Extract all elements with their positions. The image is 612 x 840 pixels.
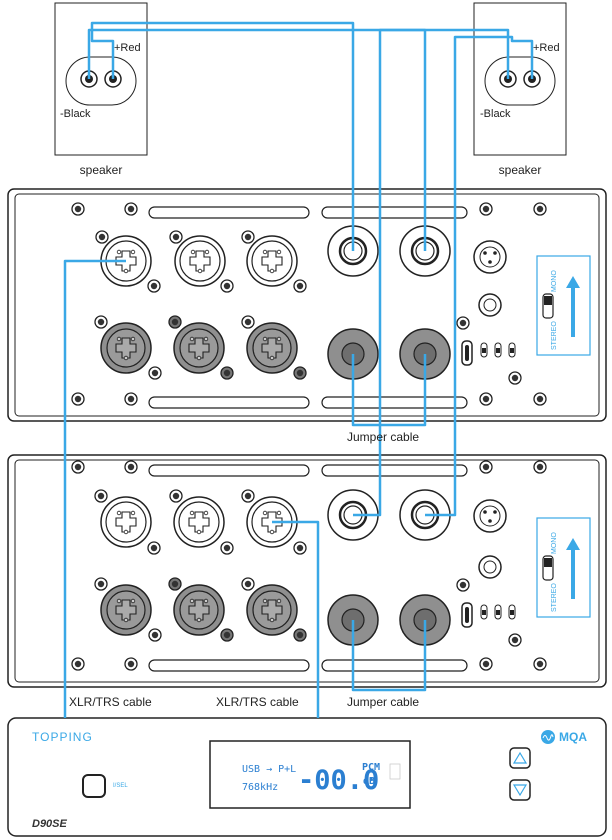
triangle-up-icon xyxy=(512,751,528,764)
amp-top-switch-mono-label: MONO xyxy=(551,270,558,292)
amp-bottom-usb-port xyxy=(461,602,473,628)
display-format: PCM xyxy=(362,762,380,773)
amp-top-dip-switches xyxy=(480,342,516,358)
amp-bottom-power-inlet xyxy=(473,499,507,533)
dac-model-label: D90SE xyxy=(32,818,68,830)
speaker-right-negative-label: -Black xyxy=(480,108,511,120)
speaker-left-negative-label: -Black xyxy=(60,108,91,120)
wire-right-positive-to-bottom-amp xyxy=(425,35,534,517)
dac-brand-logo: TOPPING xyxy=(32,730,93,744)
display-volume: -00.0 xyxy=(298,765,379,796)
display-source: USB → P+L xyxy=(242,764,296,775)
speaker-right: +Red -Black speaker xyxy=(473,2,567,177)
triangle-down-icon xyxy=(512,784,528,797)
amplifier-bottom: STEREO MONO xyxy=(7,454,607,688)
volume-down-button[interactable] xyxy=(509,779,531,801)
mqa-icon xyxy=(541,730,555,744)
dac-display: USB → P+L 768kHz -00.0 PCM dB xyxy=(209,740,411,809)
cable-label-right: XLR/TRS cable xyxy=(216,695,299,709)
jumper-cable-bottom xyxy=(351,620,427,692)
wire-right-negative-to-bottom-amp xyxy=(353,28,510,517)
wire-left-negative-to-top-amp xyxy=(87,28,427,251)
speaker-right-caption: speaker xyxy=(499,163,542,177)
wiring xyxy=(63,21,534,718)
mqa-label: MQA xyxy=(559,730,587,744)
amp-bottom-switch-mono-label: MONO xyxy=(551,532,558,554)
amp-top-mode-switch: STEREO MONO xyxy=(536,255,591,356)
input-select-button[interactable] xyxy=(82,774,106,798)
speaker-left-caption: speaker xyxy=(80,163,123,177)
amp-bottom-dip-switches xyxy=(480,604,516,620)
dac-unit: TOPPING MQA I/SEL USB → P+L 768kHz -00.0… xyxy=(7,717,607,837)
amplifier-top: STEREO MONO xyxy=(7,188,607,422)
amp-bottom-trigger-jack xyxy=(478,555,502,579)
amp-bottom-switch-stereo-label: STEREO xyxy=(551,583,558,612)
amp-bottom-mode-switch: STEREO MONO xyxy=(536,517,591,618)
amp-top-power-inlet xyxy=(473,240,507,274)
xlr-cable-left xyxy=(63,259,126,718)
jumper-cable-top xyxy=(351,354,427,427)
amp-top-trigger-jack xyxy=(478,293,502,317)
xlr-cable-right xyxy=(272,520,320,718)
jumper-label-top: Jumper cable xyxy=(347,430,419,444)
speaker-left: +Red -Black speaker xyxy=(54,2,148,177)
volume-up-button[interactable] xyxy=(509,747,531,769)
amp-top-usb-port xyxy=(461,340,473,366)
cable-label-left: XLR/TRS cable xyxy=(69,695,152,709)
display-sample-rate: 768kHz xyxy=(242,782,278,793)
speaker-left-positive-label: +Red xyxy=(114,42,141,54)
speaker-right-positive-label: +Red xyxy=(533,42,560,54)
input-select-label: I/SEL xyxy=(113,783,128,789)
display-unit: dB xyxy=(363,776,375,787)
wire-left-positive-to-top-amp xyxy=(90,21,355,251)
jumper-label-bottom: Jumper cable xyxy=(347,695,419,709)
amp-top-switch-stereo-label: STEREO xyxy=(551,321,558,350)
